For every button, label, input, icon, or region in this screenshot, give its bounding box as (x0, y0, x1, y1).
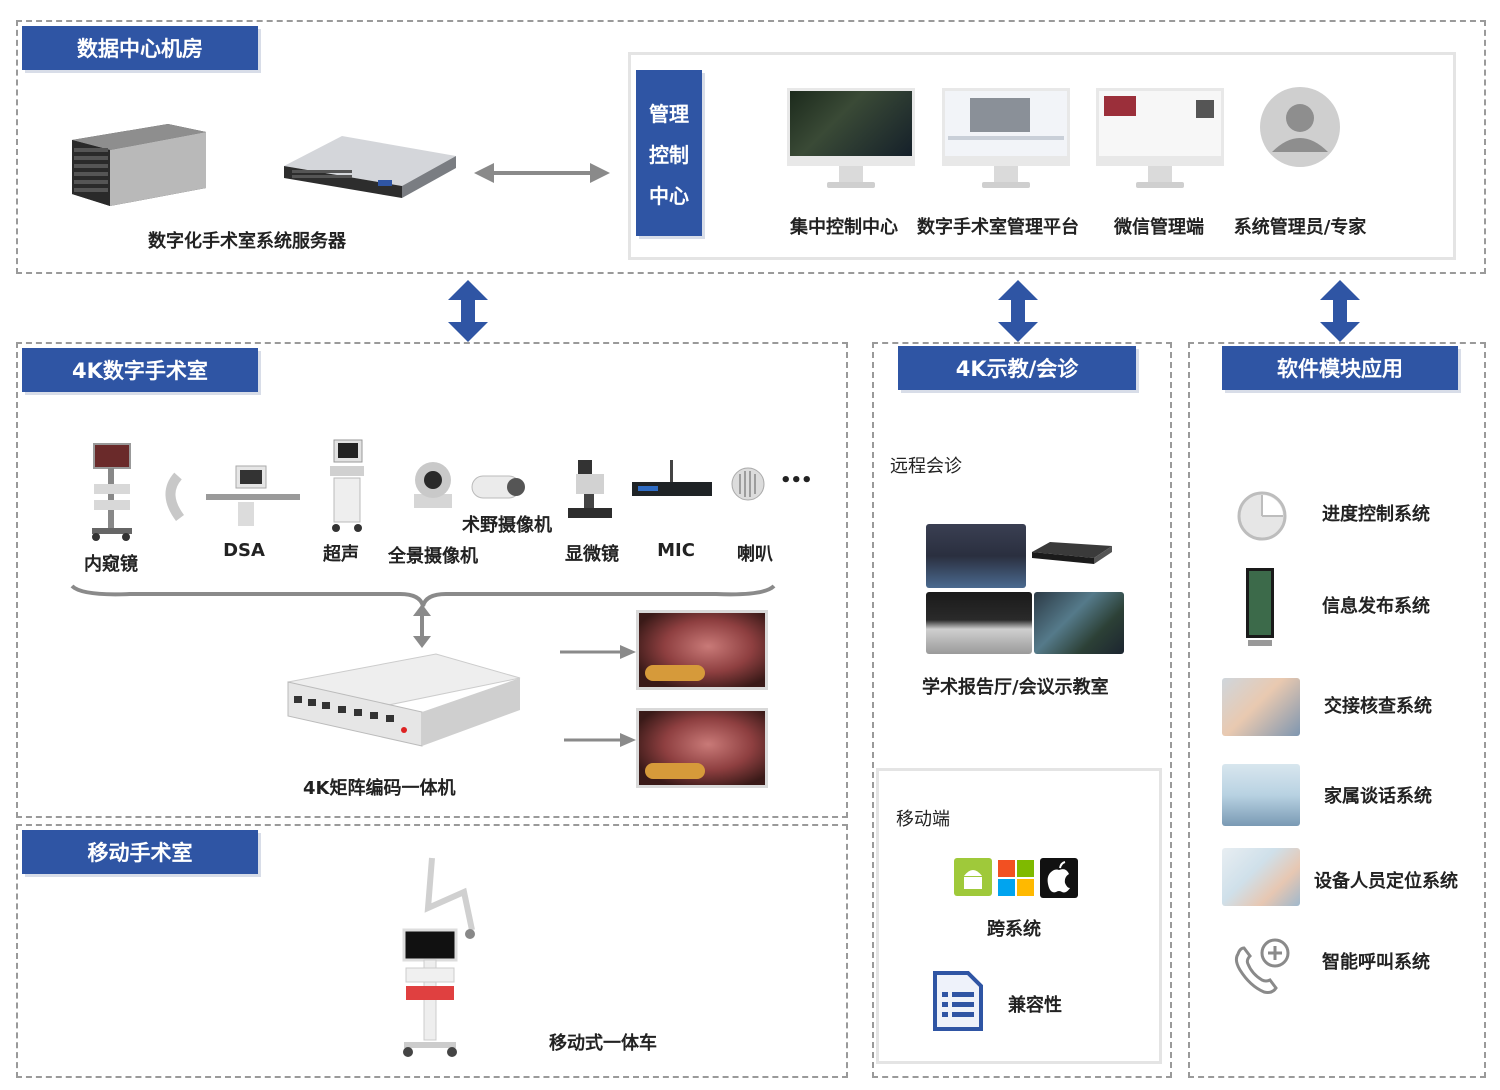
compatibility-label: 兼容性 (1008, 995, 1062, 1016)
output-arrow-icon (564, 730, 636, 750)
software-item-label: 进度控制系统 (1322, 504, 1430, 525)
surgical-video-frame (636, 610, 768, 690)
double-arrow-vertical-icon (1320, 280, 1360, 342)
device-label-dsa: DSA (223, 540, 265, 561)
mobile-panel (876, 768, 1162, 1064)
windows-icon (998, 860, 1034, 896)
device-label-mic: MIC (657, 540, 695, 561)
more-devices-ellipsis: ••• (780, 470, 813, 491)
double-arrow-vertical-icon (998, 280, 1038, 342)
endoscope-cart-image (86, 434, 136, 542)
server-label: 数字化手术室系统服务器 (148, 231, 346, 252)
android-icon (954, 858, 992, 896)
data-center-region (16, 20, 1486, 274)
speaker-image (730, 466, 766, 502)
device-label-speaker: 喇叭 (737, 544, 773, 565)
kiosk-display-image (1242, 566, 1278, 650)
control-center-title: 管理 控制 中心 (636, 70, 702, 236)
teaching-region (872, 342, 1172, 1078)
device-label-microscope: 显微镜 (565, 544, 619, 565)
admin-avatar-icon (1259, 86, 1341, 168)
central-control-monitor (787, 88, 915, 192)
mobile-or-region (16, 824, 848, 1078)
teaching-title: 4K示教/会诊 (898, 346, 1136, 390)
software-item-label: 家属谈话系统 (1324, 786, 1432, 807)
matrix-encoder-image (286, 652, 522, 748)
rack-server-image (282, 132, 458, 200)
double-arrow-horizontal-icon (474, 160, 610, 186)
software-region (1188, 342, 1486, 1078)
device-label-panoramic-camera: 全景摄像机 (388, 546, 478, 567)
academic-hall-label: 学术报告厅/会议示教室 (922, 677, 1109, 698)
software-item-label: 设备人员定位系统 (1314, 871, 1458, 892)
remote-consultation-title: 远程会诊 (890, 456, 962, 477)
or4k-region (16, 342, 848, 818)
staff-locating-photo (1222, 848, 1300, 906)
double-arrow-vertical-gray-icon (413, 604, 431, 648)
panoramic-camera-image (412, 460, 454, 510)
or4k-title: 4K数字手术室 (22, 348, 258, 392)
wechat-console-monitor (1096, 88, 1224, 192)
microscope-image (562, 458, 618, 520)
software-title: 软件模块应用 (1222, 346, 1458, 390)
ultrasound-machine-image (322, 438, 372, 534)
device-label-endoscope: 内窥镜 (84, 554, 138, 575)
dsa-machine-image (158, 446, 304, 530)
mic-receiver-image (630, 458, 714, 500)
mobile-or-title: 移动手术室 (22, 830, 258, 874)
client-label-management-platform: 数字手术室管理平台 (917, 217, 1079, 238)
software-item-label: 交接核查系统 (1324, 696, 1432, 717)
software-item-label: 智能呼叫系统 (1322, 952, 1430, 973)
apple-icon (1040, 858, 1078, 898)
video-terminal-image (1030, 540, 1114, 566)
encoder-label: 4K矩阵编码一体机 (303, 778, 456, 799)
client-label-wechat: 微信管理端 (1114, 217, 1204, 238)
device-label-field-camera: 术野摄像机 (462, 515, 552, 536)
field-camera-image (470, 470, 528, 502)
mobile-cart-image (398, 852, 484, 1060)
meeting-room-photo (926, 524, 1026, 588)
hall-photo (926, 592, 1032, 654)
data-center-title: 数据中心机房 (22, 26, 258, 70)
document-icon (932, 970, 984, 1032)
cross-platform-label: 跨系统 (987, 919, 1041, 940)
output-arrow-icon (560, 642, 636, 662)
family-talk-room-photo (1222, 764, 1300, 826)
multiview-screen-photo (1034, 592, 1124, 654)
software-item-label: 信息发布系统 (1322, 596, 1430, 617)
mobile-cart-label: 移动式一体车 (549, 1033, 657, 1054)
mobile-title: 移动端 (896, 809, 950, 830)
pie-progress-icon (1236, 490, 1288, 542)
management-platform-monitor (942, 88, 1070, 192)
double-arrow-vertical-icon (448, 280, 488, 342)
client-label-admin-expert: 系统管理员/专家 (1233, 217, 1367, 238)
client-label-central-control: 集中控制中心 (790, 217, 898, 238)
storage-server-image (68, 118, 208, 210)
handover-check-photo (1222, 678, 1300, 736)
device-label-ultrasound: 超声 (323, 544, 359, 565)
surgical-video-frame (636, 708, 768, 788)
control-center-title-line: 中心 (649, 183, 689, 208)
phone-plus-icon (1230, 936, 1292, 998)
control-center-title-line: 控制 (649, 142, 689, 167)
control-center-title-line: 管理 (649, 101, 689, 126)
